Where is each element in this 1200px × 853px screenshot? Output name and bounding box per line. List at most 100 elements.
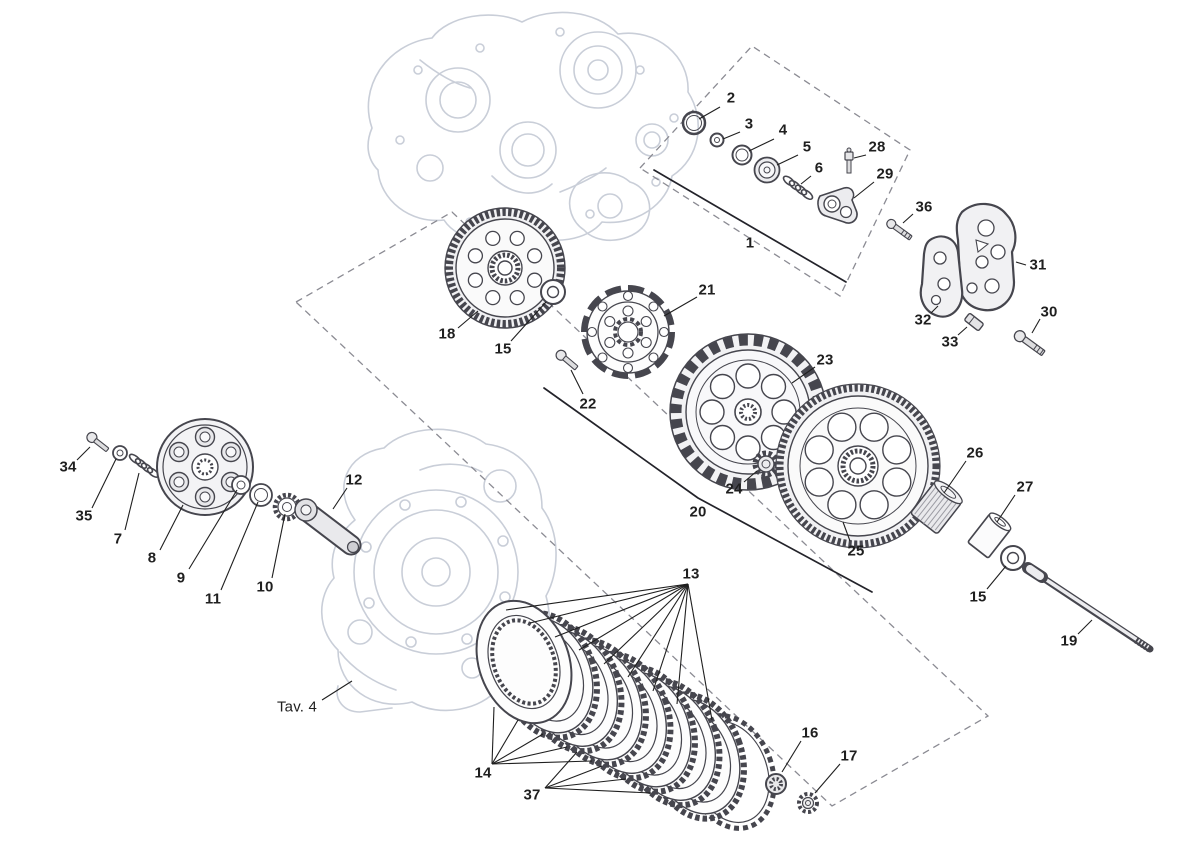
leader-line: [159, 504, 184, 551]
callout-9: 9: [176, 569, 186, 587]
leader-line: [1015, 261, 1027, 266]
leader-line: [91, 458, 117, 509]
callout-7: 7: [113, 530, 123, 548]
star-nut-17: [797, 792, 819, 814]
group-20-bracket: [543, 387, 873, 593]
callout-17: 17: [840, 747, 858, 765]
leader-line: [687, 583, 713, 721]
callout-26: 26: [966, 444, 984, 462]
pushrod-pin-12: [294, 498, 362, 556]
callout-14: 14: [474, 764, 492, 782]
assembly-dashed-box: [294, 211, 990, 807]
leader-line: [529, 583, 689, 624]
leader-line: [814, 763, 841, 794]
bracket-32: [919, 235, 964, 318]
leader-line: [748, 138, 775, 152]
leader-line: [1031, 318, 1041, 334]
leader-line: [491, 706, 495, 765]
washer-3: [709, 132, 725, 148]
piston-5: [753, 156, 781, 184]
leader-line: [652, 583, 689, 692]
bleeder-valve-28: [844, 147, 854, 174]
leader-line: [743, 470, 758, 483]
crankcase-halves-art: [367, 11, 700, 243]
callout-23: 23: [816, 351, 834, 369]
leader-line: [271, 513, 286, 579]
screw-36: [886, 218, 913, 241]
leader-line: [570, 369, 584, 395]
clutch-hub-8: [156, 418, 254, 516]
leader-line: [124, 472, 140, 531]
leader-line: [544, 765, 603, 789]
leader-line: [800, 175, 812, 185]
callout-6: 6: [814, 159, 824, 177]
callout-15: 15: [494, 340, 512, 358]
callout-12: 12: [345, 471, 363, 489]
callout-8: 8: [147, 549, 157, 567]
callout-tav-4: Tav. 4: [276, 698, 318, 716]
needle-bearing-26: [910, 480, 963, 534]
callout-20: 20: [689, 503, 707, 521]
spacer-bush-27: [967, 512, 1012, 559]
callout-18: 18: [438, 325, 456, 343]
group-1-bracket: [653, 169, 847, 283]
spring-6: [782, 175, 814, 201]
leader-line: [491, 746, 568, 765]
leader-line: [76, 446, 91, 461]
leader-line: [930, 305, 939, 314]
washer-9: [231, 475, 251, 495]
primary-gear-18: [444, 207, 566, 329]
leader-line: [510, 301, 547, 342]
callout-11: 11: [204, 590, 222, 608]
leader-line: [544, 787, 652, 794]
leader-line: [943, 460, 967, 494]
callout-30: 30: [1040, 303, 1058, 321]
leader-line: [603, 583, 689, 665]
callout-21: 21: [698, 281, 716, 299]
callout-27: 27: [1016, 478, 1034, 496]
callout-2: 2: [726, 89, 736, 107]
leader-line: [781, 740, 802, 773]
callout-5: 5: [802, 138, 812, 156]
driven-gear-25: [775, 383, 941, 549]
callout-35: 35: [75, 507, 93, 525]
leader-line: [676, 583, 689, 705]
callout-15: 15: [969, 588, 987, 606]
bolt-34: [86, 431, 110, 452]
leader-line: [853, 181, 875, 199]
leader-line: [321, 680, 353, 701]
leader-line: [776, 154, 799, 166]
ring-11: [249, 483, 273, 507]
leader-line: [505, 583, 689, 611]
leader-line: [722, 131, 741, 140]
callout-31: 31: [1029, 256, 1047, 274]
callout-25: 25: [847, 542, 865, 560]
leader-line: [791, 366, 816, 384]
leader-line: [853, 154, 867, 159]
clutch-rod-19: [1022, 562, 1154, 653]
callout-29: 29: [876, 165, 894, 183]
leader-line: [188, 489, 238, 570]
flange-screw-22: [555, 349, 579, 371]
leader-line: [986, 565, 1007, 590]
leader-line: [554, 583, 689, 638]
leader-line: [902, 213, 914, 224]
callout-34: 34: [59, 458, 77, 476]
leader-line: [491, 760, 593, 765]
leader-line: [957, 326, 968, 336]
drive-flange-21: [581, 285, 675, 379]
leader-line: [996, 494, 1016, 523]
leader-line: [544, 751, 578, 789]
callout-24: 24: [725, 480, 743, 498]
leader-line: [698, 106, 721, 120]
pin-33: [964, 313, 984, 331]
callout-37: 37: [523, 786, 541, 804]
washer-35: [112, 445, 128, 461]
callout-10: 10: [256, 578, 274, 596]
spring-cup-16: [765, 773, 787, 795]
callout-28: 28: [868, 138, 886, 156]
leader-line: [457, 310, 479, 329]
callout-33: 33: [941, 333, 959, 351]
